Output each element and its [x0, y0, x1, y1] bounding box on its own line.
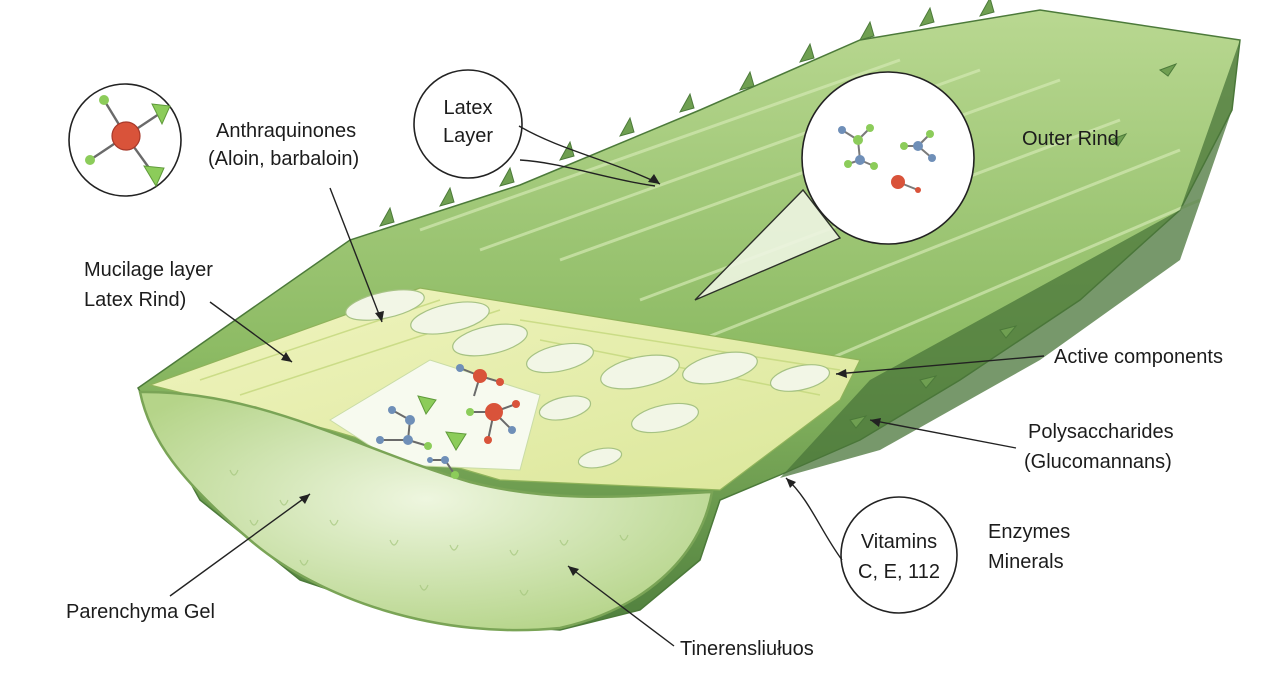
- leaf-spines: [378, 0, 1178, 429]
- zoom-inset-molecules: [694, 71, 975, 301]
- polysaccharides-label-line2: (Glucomannans): [1024, 451, 1172, 473]
- latex-layer-leader: [518, 125, 661, 185]
- enzymes-label: Enzymes: [988, 521, 1070, 543]
- latex-layer-label-line2: Layer: [443, 125, 493, 147]
- anthraquinones-label-line2: (Aloin, barbaloin): [208, 148, 359, 170]
- active-components-leader: [835, 355, 1045, 375]
- mucilage-leader: [209, 301, 293, 363]
- parenchyma-gel-label: Parenchyma Gel: [66, 601, 215, 623]
- molecule-cluster: [376, 364, 520, 479]
- parenchyma-leader: [169, 493, 311, 597]
- mucilage-label-line2: Latex Rind): [84, 289, 186, 311]
- polysaccharides-label-line1: Polysaccharides: [1028, 421, 1174, 443]
- vitamins-leader: [785, 477, 843, 561]
- vitamins-callout: Vitamins C, E, 112: [785, 477, 958, 614]
- anthraquinones-label-line1: Anthraquinones: [216, 120, 356, 142]
- mucilage-cells: [345, 289, 831, 469]
- bottom-leader: [567, 565, 675, 647]
- anthraquinones-leader: [329, 187, 383, 323]
- mucilage-label-line1: Mucilage layer: [84, 259, 213, 281]
- latex-layer-callout: Latex Layer: [413, 69, 661, 187]
- outer-rind-label: Outer Rind: [1022, 128, 1119, 150]
- polysaccharides-leader: [869, 419, 1017, 449]
- gel-texture: [229, 469, 629, 596]
- vitamins-label-line2: C, E, 112: [858, 561, 940, 583]
- bottom-label: Tinerensliułuos: [680, 638, 814, 660]
- active-components-label: Active components: [1054, 346, 1223, 368]
- latex-streaks: [199, 299, 841, 396]
- vitamins-label-line1: Vitamins: [861, 531, 937, 553]
- latex-layer-label-line1: Latex: [444, 97, 493, 119]
- minerals-label: Minerals: [988, 551, 1064, 573]
- parenchyma-gel: [138, 390, 714, 632]
- aloe-leaf: [137, 0, 1241, 632]
- molecule-inset-left: [68, 83, 182, 197]
